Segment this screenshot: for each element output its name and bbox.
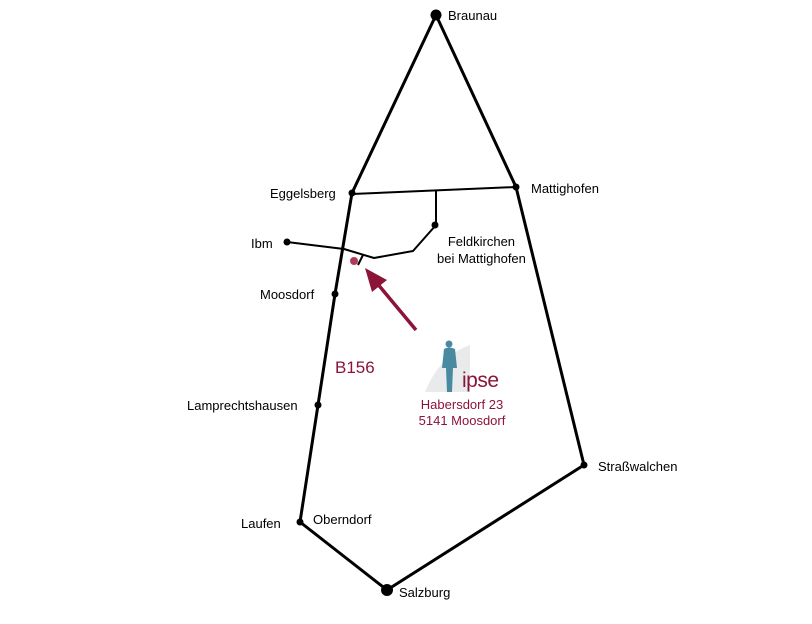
marker-feldkirchen [431, 221, 439, 229]
marker-salzburg [381, 584, 393, 596]
label-oberndorf: Oberndorf [313, 512, 372, 527]
marker-oberndorf [296, 518, 304, 526]
label-ibm: Ibm [251, 236, 273, 251]
label-salzburg: Salzburg [399, 585, 451, 600]
town-markers [283, 9, 588, 596]
address-line2: 5141 Moosdorf [418, 413, 506, 428]
label-feldkirchen: Feldkirchen bei Mattighofen [437, 233, 526, 267]
label-braunau: Braunau [448, 8, 498, 23]
label-feldkirchen-line2: bei Mattighofen [437, 251, 526, 266]
minor-roads [286, 186, 517, 266]
marker-lamprechtshausen [314, 401, 322, 409]
label-laufen: Laufen [241, 516, 281, 531]
marker-mattighofen [512, 183, 520, 191]
label-mattighofen: Mattighofen [531, 181, 599, 196]
address-line1: Habersdorf 23 [420, 397, 504, 412]
destination-marker [350, 257, 358, 265]
marker-eggelsberg [348, 189, 356, 197]
label-moosdorf: Moosdorf [260, 287, 315, 302]
road-label-b156: B156 [335, 358, 375, 377]
address-block: Habersdorf 23 5141 Moosdorf [409, 397, 515, 429]
label-strasswalchen: Straßwalchen [598, 459, 678, 474]
marker-ibm [283, 238, 291, 246]
ipse-logo-figure [425, 340, 470, 392]
marker-strasswalchen [580, 461, 588, 469]
ipse-logo-text: ipse [462, 369, 499, 392]
label-eggelsberg: Eggelsberg [270, 186, 336, 201]
marker-braunau [430, 9, 442, 21]
arrow-icon [365, 268, 418, 332]
label-lamprechtshausen: Lamprechtshausen [187, 398, 298, 413]
label-feldkirchen-line1: Feldkirchen [447, 234, 516, 249]
main-roads [298, 13, 586, 592]
marker-moosdorf [331, 290, 339, 298]
